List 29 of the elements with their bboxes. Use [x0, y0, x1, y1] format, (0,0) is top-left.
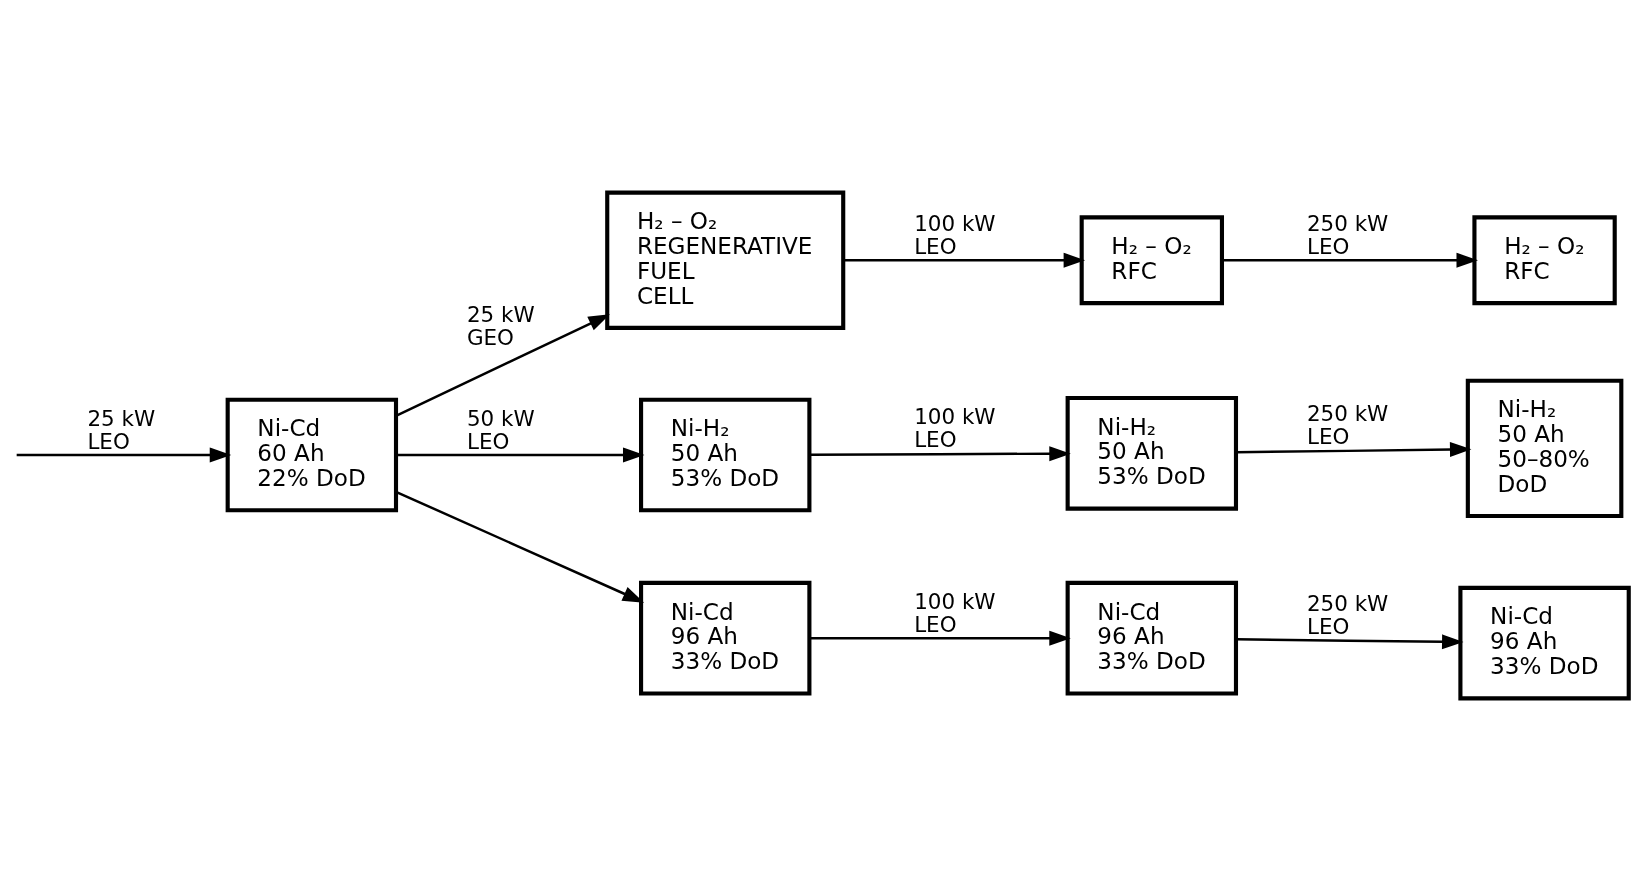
- arrow: [16, 447, 232, 463]
- node-box: Ni-Cd 96 Ah 33% DoD: [1065, 580, 1239, 696]
- edge-label: 250 kW LEO: [1306, 590, 1389, 639]
- edge-label: 100 kW LEO: [914, 404, 996, 453]
- edge-label: 250 kW LEO: [1306, 211, 1389, 260]
- node-box: Ni-H₂ 50 Ah 50–80% DoD: [1465, 378, 1624, 519]
- node-box: Ni-H₂ 50 Ah 53% DoD: [639, 397, 812, 513]
- edge-label: 100 kW LEO: [914, 589, 996, 638]
- edge-label: 50 kW LEO: [466, 405, 535, 455]
- node-box: H₂ – O₂ REGENERATIVE FUEL CELL: [605, 190, 846, 330]
- node-box: H₂ – O₂ RFC: [1472, 215, 1617, 306]
- arrow: [395, 314, 610, 417]
- edge-label: 25 kW LEO: [87, 405, 156, 455]
- node-box: Ni-H₂ 50 Ah 53% DoD: [1065, 396, 1239, 511]
- node-box: H₂ – O₂ RFC: [1079, 215, 1224, 306]
- edge-label: 25 kW GEO: [466, 301, 535, 351]
- arrow: [809, 630, 1071, 646]
- arrow: [1236, 634, 1464, 650]
- arrow: [396, 490, 645, 603]
- arrow: [396, 447, 645, 463]
- arrow: [809, 446, 1071, 462]
- arrow: [1222, 252, 1478, 268]
- node-box: Ni-Cd 60 Ah 22% DoD: [225, 397, 399, 513]
- arrow: [1236, 442, 1472, 458]
- arrow: [843, 252, 1086, 268]
- edge-label: 100 kW LEO: [914, 211, 996, 260]
- node-box: Ni-Cd 96 Ah 33% DoD: [639, 580, 812, 696]
- edge-label: 250 kW LEO: [1306, 400, 1389, 450]
- node-box: Ni-Cd 96 Ah 33% DoD: [1458, 585, 1631, 701]
